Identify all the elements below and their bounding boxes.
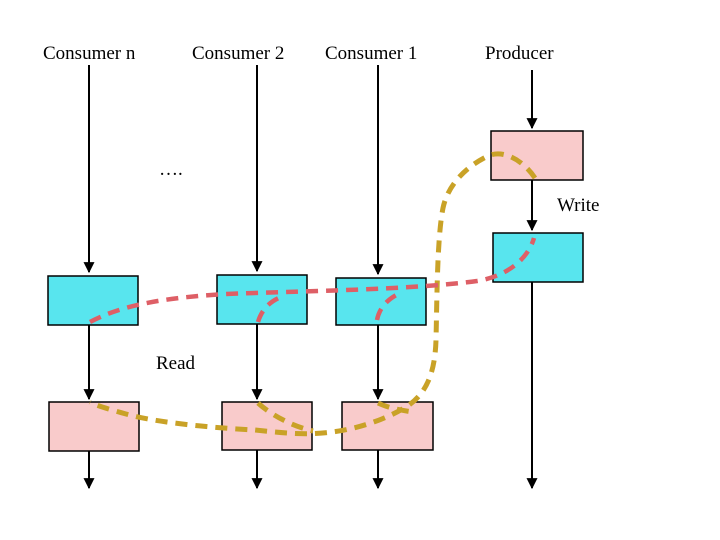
producer-flow-branch-consumer-2 (256, 401, 314, 434)
consumer-flow-dashed (88, 237, 537, 324)
consumer-flow-branch-consumer-1 (374, 289, 404, 321)
consumer-n-read-box (47, 275, 139, 326)
consumer-n-label: Consumer n (43, 43, 136, 64)
producer-buffer-box (492, 232, 584, 283)
producer-flow-main-curve (88, 151, 538, 437)
more-consumers-ellipsis: …. (159, 159, 183, 180)
consumer-1-label: Consumer 1 (325, 43, 418, 64)
producer-write-box (490, 130, 584, 181)
producer-label: Producer (485, 43, 554, 64)
read-annotation: Read (156, 353, 196, 374)
consumer-flow-main-curve (88, 237, 537, 324)
producer-flow-branch-consumer-1 (376, 400, 414, 415)
consumer-n-done-box (48, 401, 140, 452)
write-annotation: Write (557, 195, 600, 216)
consumer-2-label: Consumer 2 (192, 43, 285, 64)
producer-flow-dashed (88, 151, 538, 437)
consumer-flow-branch-consumer-2 (255, 293, 285, 323)
